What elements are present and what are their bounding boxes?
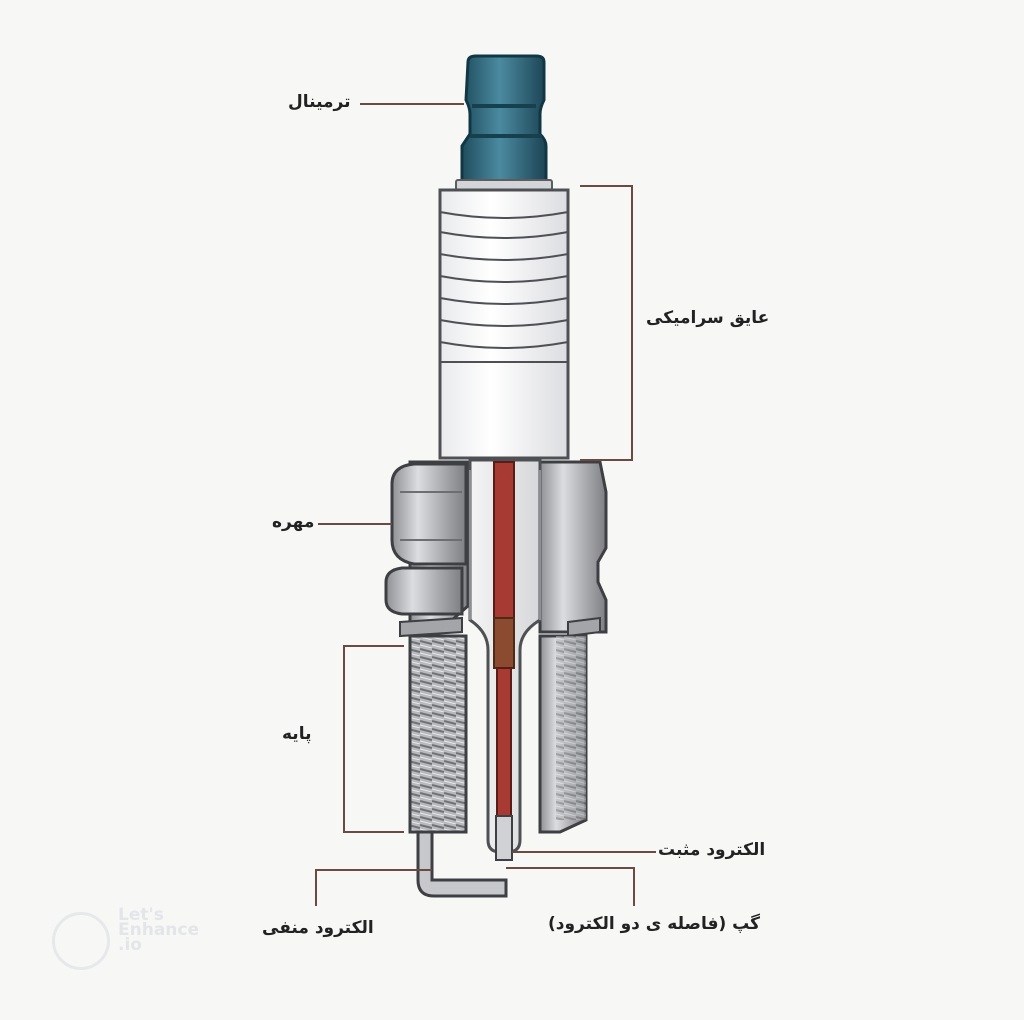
ceramic-bracket	[580, 185, 633, 461]
base-bracket	[343, 645, 404, 833]
label-nut: مهره	[272, 512, 315, 532]
leader-lines	[315, 103, 656, 906]
label-base: پایه	[282, 724, 312, 744]
ground-electrode	[416, 830, 508, 898]
watermark-line3: .io	[118, 935, 142, 955]
ceramic-insulator-part	[438, 188, 570, 460]
terminal-part	[455, 54, 553, 191]
metal-shell	[384, 460, 608, 834]
label-ceramic-insulator: عایق سرامیکی	[646, 308, 770, 328]
label-positive-electrode: الکترود مثبت	[658, 840, 766, 860]
label-gap: گپ (فاصله ی دو الکترود)	[548, 914, 761, 934]
label-terminal: ترمینال	[288, 92, 351, 112]
center-electrode	[493, 461, 515, 861]
watermark-ring	[52, 912, 110, 970]
watermark-line2: Enhance	[118, 920, 199, 940]
watermark-line1: Let's	[118, 905, 164, 925]
gap-leader	[506, 867, 635, 906]
watermark: Let's Enhance .io	[118, 905, 199, 955]
negative-electrode-leader	[315, 869, 432, 906]
label-negative-electrode: الکترود منفی	[262, 918, 374, 938]
